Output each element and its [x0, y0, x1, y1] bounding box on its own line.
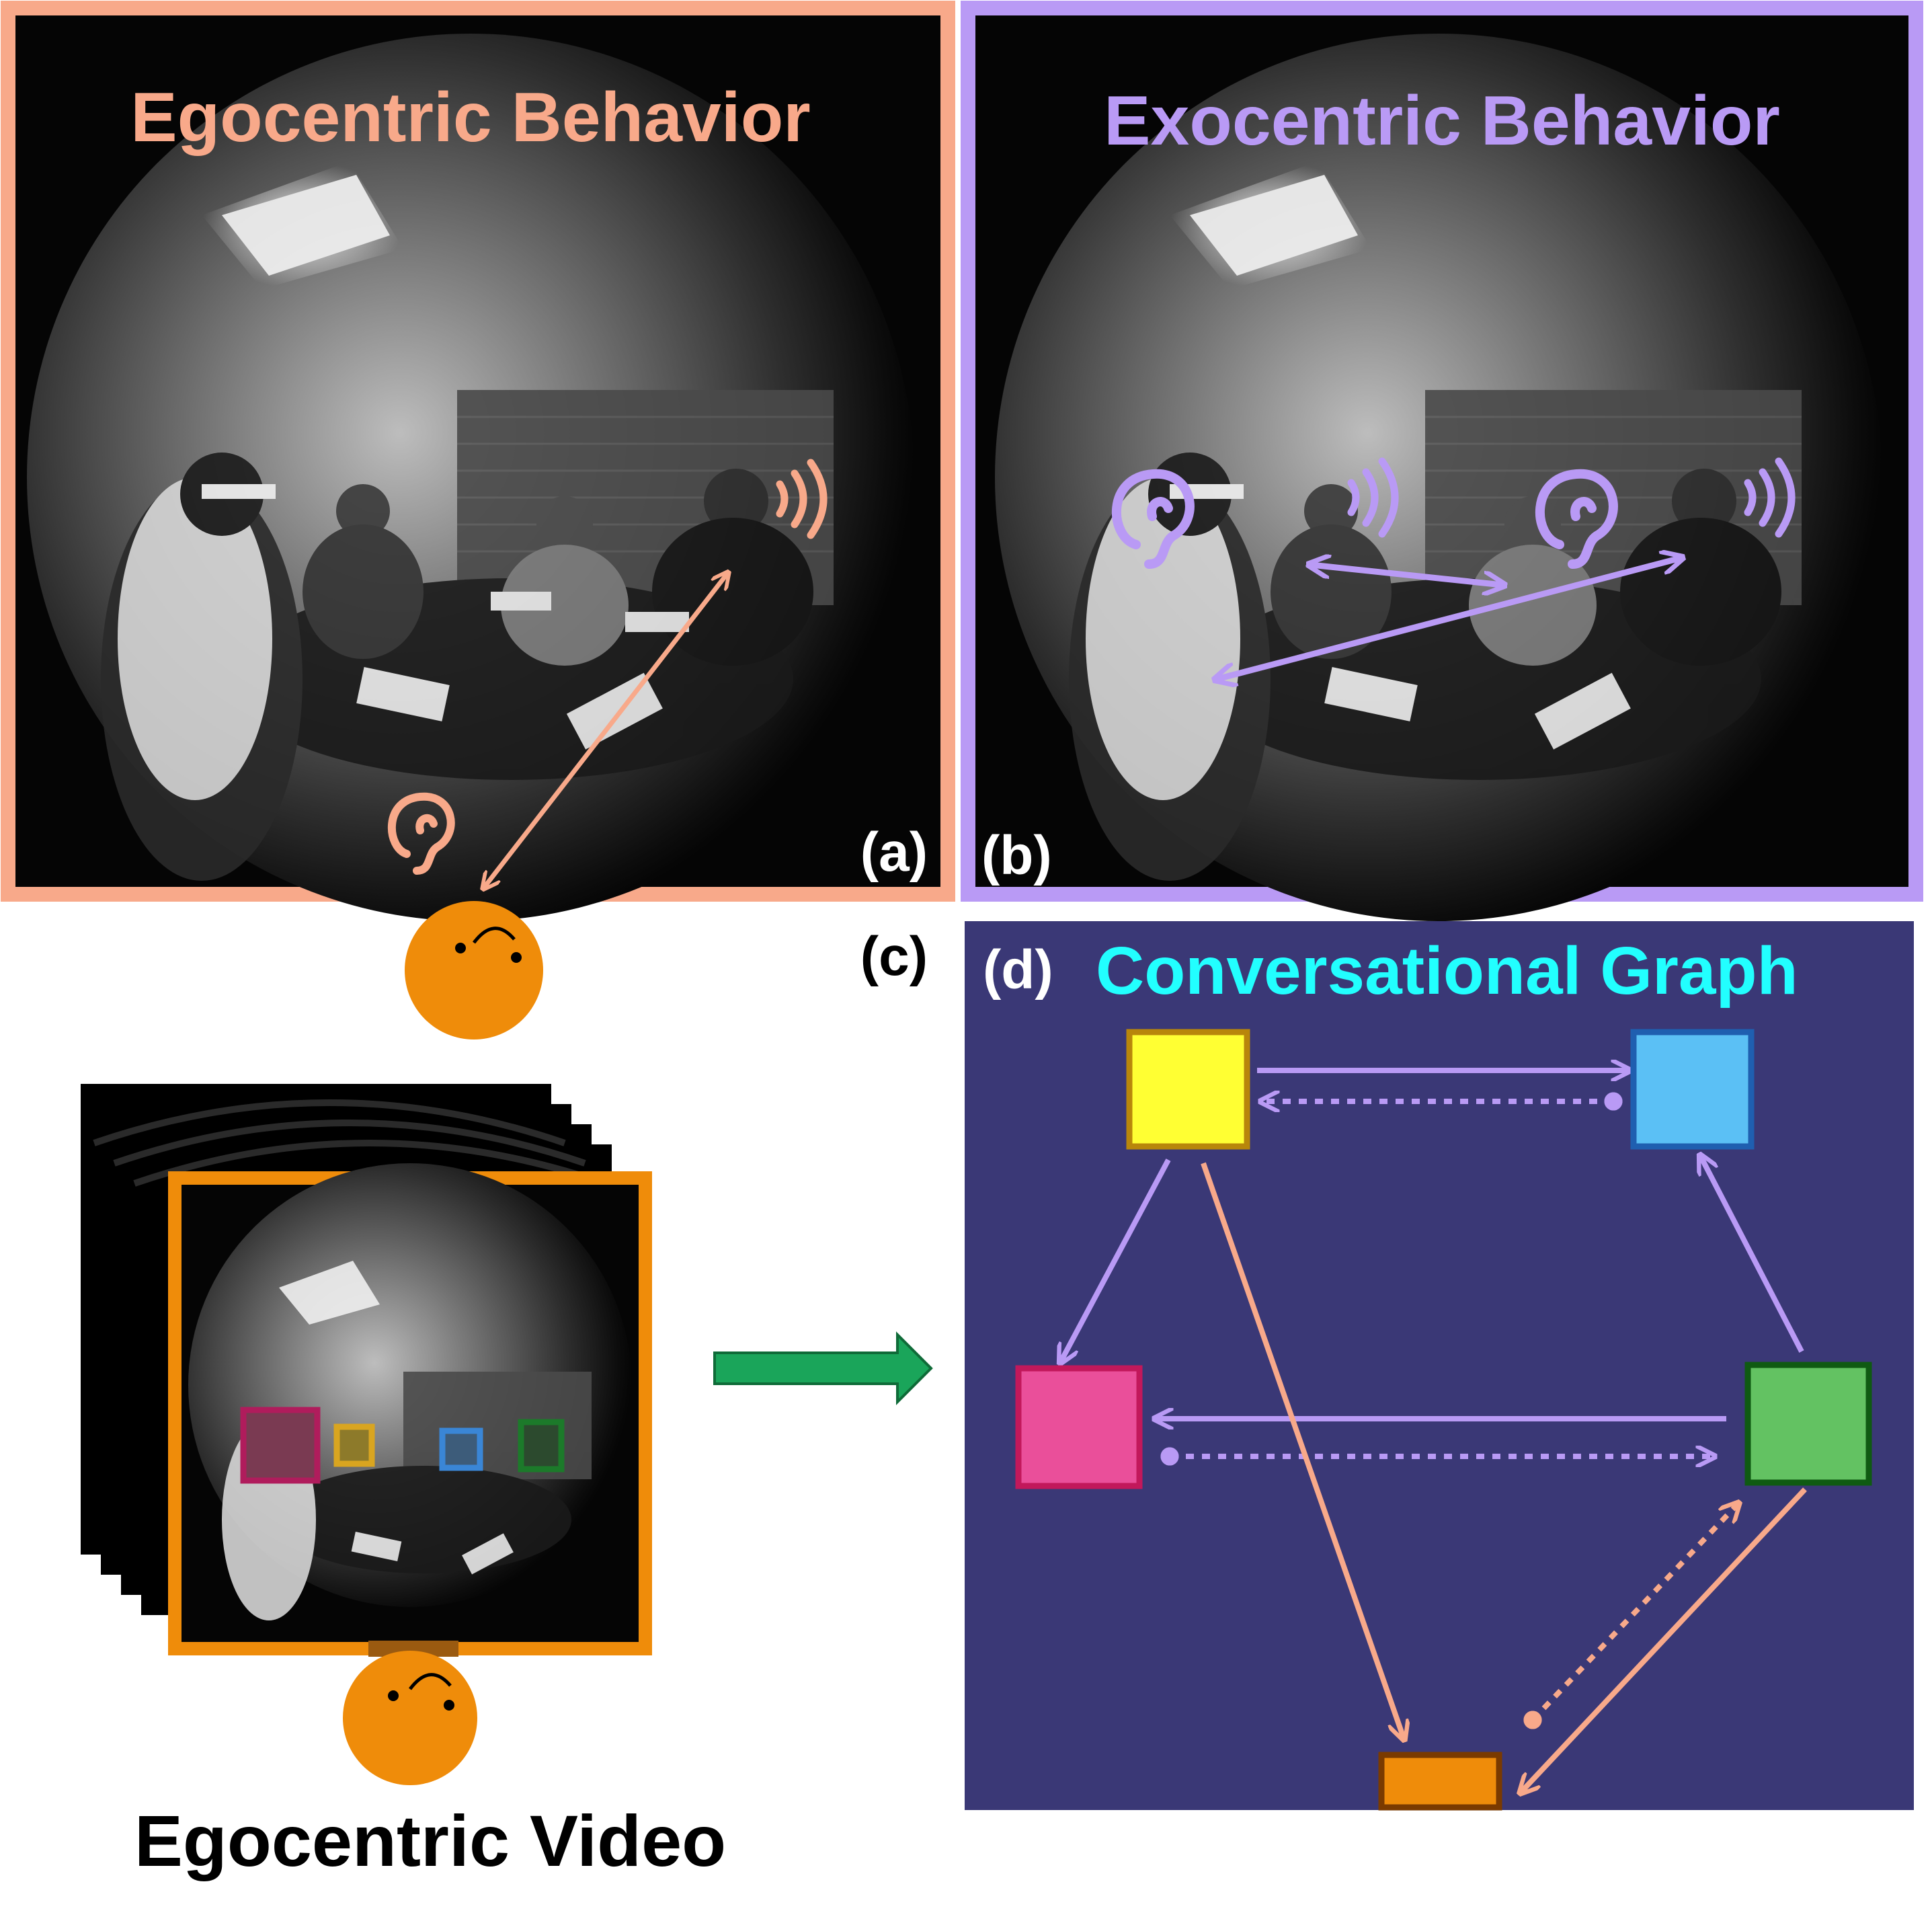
speaking-icon-right [1744, 457, 1796, 538]
ear-icon-left [1111, 469, 1195, 569]
ear-icon-center [1535, 469, 1618, 569]
ear-icon [387, 792, 455, 875]
panel-d-title: Conversational Graph [1096, 933, 1798, 1009]
panel-c-tag: (c) [860, 926, 928, 987]
speaking-icon-center [1347, 457, 1399, 538]
exocentric-attention-arrows [1217, 558, 1681, 679]
edge-orange-green-dotted [1533, 1504, 1738, 1720]
flow-arrow [713, 1331, 933, 1405]
panel-a-title: Egocentric Behavior [130, 79, 810, 157]
face-box-green [518, 1419, 565, 1473]
node-blue [1630, 1029, 1755, 1150]
node-pink [1015, 1365, 1143, 1489]
wearer-avatar-top [405, 901, 543, 1040]
panel-d: (d) Conversational Graph [965, 921, 1914, 1811]
face-box-yellow [333, 1423, 375, 1467]
edge-green-blue [1701, 1156, 1804, 1353]
node-orange [1378, 1752, 1502, 1811]
node-green [1744, 1362, 1872, 1486]
panel-a: Egocentric Behavior (a) [1, 1, 955, 921]
face-box-blue [439, 1427, 483, 1471]
graph-edges [1061, 1070, 1807, 1792]
panel-b-tag: (b) [981, 825, 1052, 886]
panel-d-tag: (d) [983, 939, 1053, 1001]
face-box-pink [240, 1407, 321, 1484]
speaking-icon [776, 459, 828, 539]
egocentric-attention-arrow [484, 574, 727, 888]
face-detection-boxes [240, 1407, 565, 1484]
panel-b-title: Exocentric Behavior [1104, 82, 1780, 160]
edge-yellow-pink [1061, 1159, 1171, 1362]
edge-yellow-orange [1201, 1162, 1404, 1738]
panel-b: Exocentric Behavior (b) [961, 1, 1923, 921]
node-yellow [1126, 1029, 1250, 1150]
panel-a-tag: (a) [860, 822, 928, 883]
panel-c-caption: Egocentric Video [134, 1800, 726, 1881]
wearer-avatar-bottom [343, 1651, 477, 1785]
panel-c: (c) [81, 901, 928, 1881]
